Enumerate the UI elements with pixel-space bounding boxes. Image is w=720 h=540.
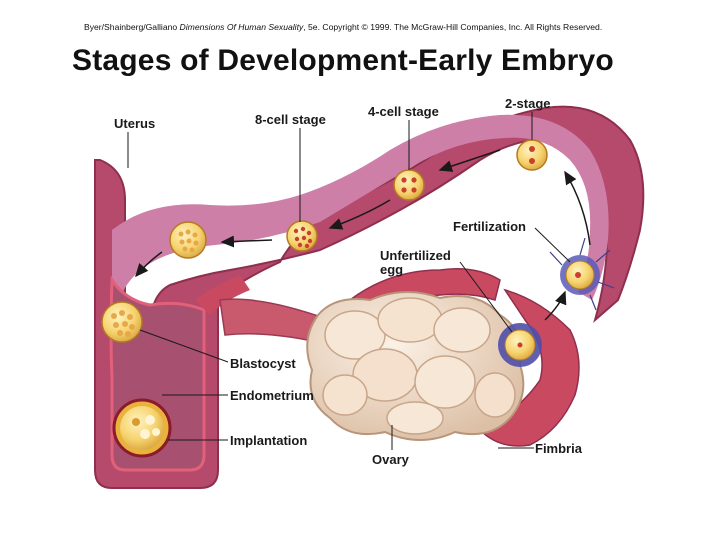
migration-arrows [135, 149, 591, 321]
label-uterus: Uterus [114, 116, 155, 131]
fertilized-egg [549, 237, 615, 311]
label-four-cell-stage: 4-cell stage [368, 104, 439, 119]
label-blastocyst: Blastocyst [230, 356, 296, 371]
eight-cell-embryo [286, 220, 318, 252]
credit-rest: , 5e. Copyright © 1999. The McGraw-Hill … [303, 22, 603, 32]
label-ovary: Ovary [372, 452, 410, 467]
endometrium-band [195, 275, 250, 315]
ovary [306, 290, 525, 441]
label-endometrium: Endometrium [230, 388, 314, 403]
label-fimbria: Fimbria [535, 441, 583, 456]
label-egg: egg [380, 262, 403, 277]
implanted-blastocyst [112, 398, 172, 458]
leader-lines [127, 112, 571, 450]
fallopian-tube-lumen [112, 114, 609, 310]
copyright-credit: Byer/Shainberg/Galliano Dimensions Of Hu… [84, 22, 602, 32]
credit-book: Dimensions Of Human Sexuality [179, 22, 304, 32]
morula-cell [169, 221, 207, 259]
four-cell-embryo [393, 169, 425, 201]
blastocyst-cell [101, 301, 143, 343]
two-cell-embryo [516, 139, 548, 171]
label-unfertilized: Unfertilized [380, 248, 451, 263]
label-eight-cell-stage: 8-cell stage [255, 112, 326, 127]
label-fertilization: Fertilization [453, 219, 526, 234]
credit-authors: Byer/Shainberg/Galliano [84, 22, 178, 32]
label-implantation: Implantation [230, 433, 307, 448]
page-title: Stages of Development-Early Embryo [72, 44, 614, 77]
label-two-stage: 2-stage [505, 96, 551, 111]
unfertilized-egg [498, 323, 542, 367]
